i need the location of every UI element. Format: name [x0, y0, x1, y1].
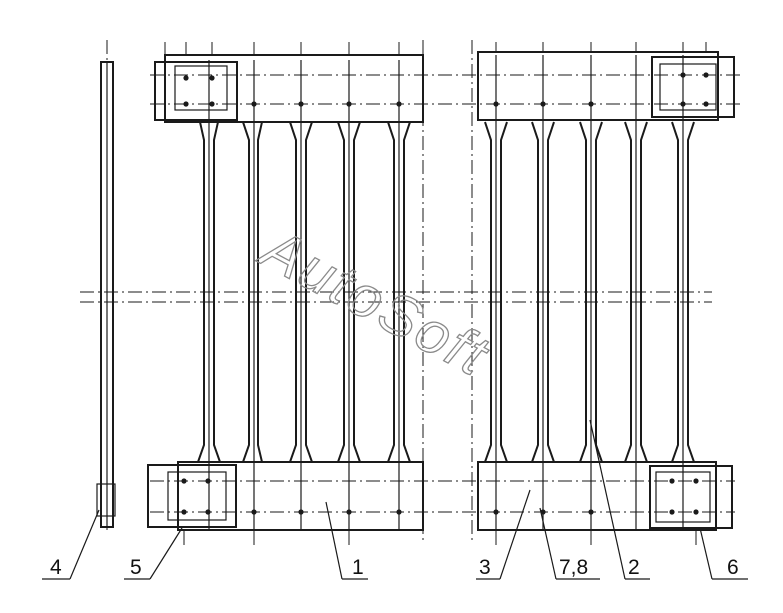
callout-4: 4 [50, 556, 62, 579]
extension-ticks [164, 42, 707, 545]
bolt-holes [181, 72, 709, 515]
callout-7-8: 7,8 [559, 556, 588, 579]
watermark-text: AutoSoft [249, 215, 500, 390]
callout-2: 2 [628, 556, 640, 579]
callout-5: 5 [130, 556, 142, 579]
callout-leaders [42, 419, 748, 580]
left-frame-half [147, 54, 424, 531]
side-view-part-4 [96, 61, 116, 528]
right-frame-half [477, 51, 735, 531]
callout-1: 1 [352, 556, 364, 579]
callout-3: 3 [479, 556, 491, 579]
callout-6: 6 [727, 556, 739, 579]
